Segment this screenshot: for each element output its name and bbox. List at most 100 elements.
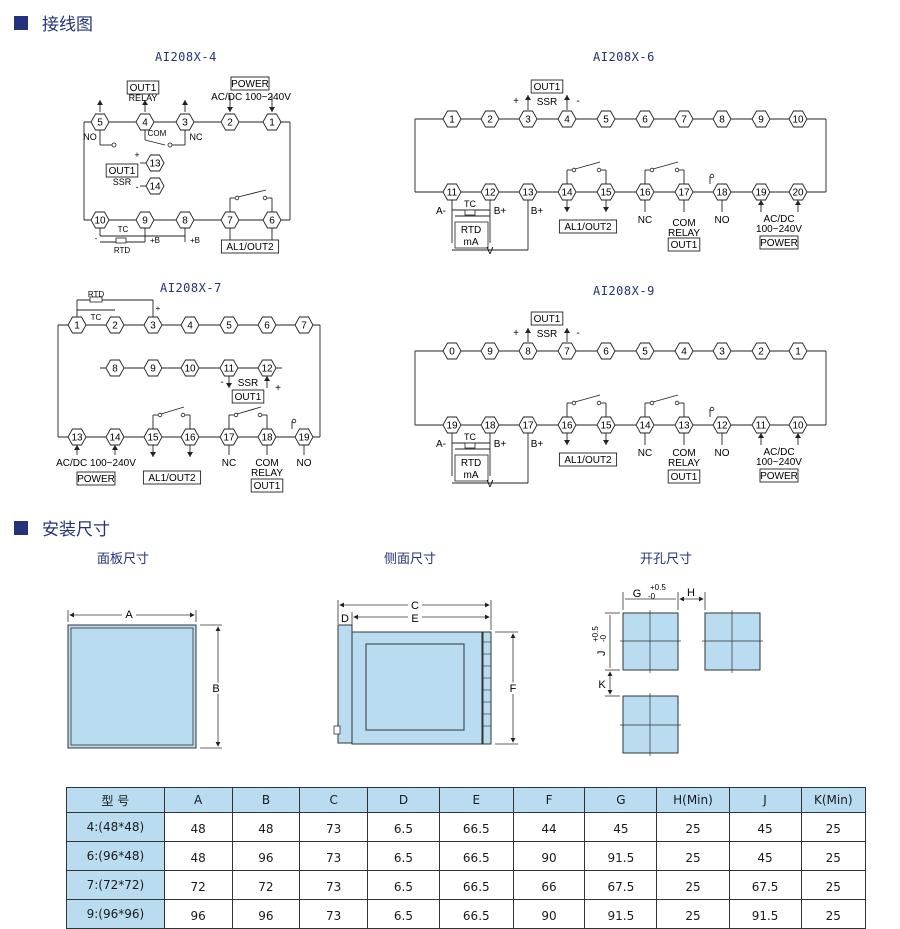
terminal-node [257, 359, 277, 377]
terminal-node [751, 183, 771, 201]
switch-contact [674, 167, 680, 173]
terminal-number: 14 [561, 188, 573, 199]
table-cell: 66.5 [438, 812, 514, 842]
label: SSR [537, 329, 558, 340]
arrow-icon [758, 433, 764, 438]
arrow-icon [74, 445, 80, 450]
side-size-title: 侧面尺寸 [384, 552, 437, 567]
section-heading-install: 安装尺寸 [14, 515, 110, 540]
terminal-node [596, 183, 616, 201]
table-cell: 48 [163, 841, 233, 871]
switch-contact [262, 195, 268, 201]
dim-c-label: C [411, 600, 419, 612]
terminal-number: 3 [150, 321, 156, 332]
diagram-title-d9: AI208X-9 [593, 284, 655, 298]
terminal-number: 6 [264, 321, 270, 332]
label: NO [715, 448, 730, 459]
switch-contact [180, 412, 186, 418]
boxed-label: AL1/OUT2 [148, 473, 196, 484]
label: V [487, 246, 494, 257]
label: NO [297, 458, 312, 469]
terminal-number: 3 [719, 347, 725, 358]
terminal-number: 8 [719, 115, 725, 126]
model-cell: 6:(96*48) [66, 841, 165, 871]
label: 100~240V [756, 457, 802, 468]
boxed-label: OUT1 [534, 314, 561, 325]
arrow-icon [269, 107, 275, 112]
terminal-number: 19 [446, 421, 458, 432]
terminal-number: 6 [269, 216, 275, 227]
terminal-node [219, 428, 239, 446]
terminal-node [442, 110, 462, 128]
arrow-icon [112, 445, 118, 450]
label: mA [464, 237, 479, 248]
terminal-number: 7 [301, 321, 307, 332]
table-cell: 91.5 [728, 899, 802, 929]
wire [237, 189, 267, 198]
switch-contact [649, 167, 655, 173]
table-cell: 6.5 [367, 899, 440, 929]
arrow-icon [603, 440, 609, 445]
terminal-number: 12 [484, 188, 496, 199]
terminal-number: 10 [792, 421, 804, 432]
label-box [667, 469, 701, 484]
switch-contact [571, 400, 577, 406]
label-box [530, 311, 564, 326]
terminal-number: 13 [678, 421, 690, 432]
arrow-icon [758, 200, 764, 205]
label: B+ [531, 439, 544, 450]
terminal-node [480, 183, 500, 201]
terminal-node [788, 110, 808, 128]
table-cell: 66 [512, 870, 586, 900]
terminal-number: 11 [756, 421, 767, 432]
terminal-number: 18 [716, 188, 728, 199]
switch-contact [596, 167, 602, 173]
terminal-node [219, 359, 239, 377]
label-box [230, 76, 270, 91]
label: NC [222, 458, 236, 469]
install-drawings: A B C E D F [67, 583, 763, 756]
terminal-node [674, 110, 694, 128]
resistor-icon [464, 209, 476, 216]
table-cell: 73 [299, 812, 369, 842]
wire [574, 161, 601, 170]
table-cell: 6.5 [367, 870, 440, 900]
terminal-node [294, 428, 314, 446]
label-box [220, 239, 280, 254]
terminal-number: 1 [449, 115, 455, 126]
label: AC/DC [763, 447, 794, 458]
terminal-number: 16 [639, 188, 651, 199]
arrow-icon [795, 200, 801, 205]
terminal-number: 1 [74, 321, 80, 332]
label: + [513, 96, 519, 107]
terminal-number: 7 [681, 115, 687, 126]
terminal-node [518, 110, 538, 128]
label: V [487, 479, 494, 490]
terminal-number: 17 [522, 421, 534, 432]
terminal-number: 5 [226, 321, 232, 332]
label: B+ [531, 206, 544, 217]
label: RELAY [668, 458, 700, 469]
cutout-drawing: G +0.5 -0 H J +0.5 -0 K [591, 583, 763, 756]
table-header-cell: C [299, 787, 369, 813]
label: NC [638, 215, 652, 226]
table-cell: 67.5 [584, 870, 658, 900]
arrow-icon [227, 107, 233, 112]
terminal-node [674, 342, 694, 360]
wire [652, 161, 679, 170]
wire [144, 139, 166, 146]
terminal-node [635, 183, 655, 201]
terminal-number: 14 [639, 421, 651, 432]
label: COM [148, 129, 167, 138]
arrow-icon [525, 328, 531, 333]
terminal-node [518, 183, 538, 201]
table-cell: 96 [163, 899, 233, 929]
label: TC [464, 432, 476, 442]
switch-contact [571, 167, 577, 173]
square-bullet-icon [14, 15, 28, 30]
table-header-cell: D [367, 787, 440, 813]
terminal-number: 7 [227, 216, 233, 227]
table-cell: 25 [656, 870, 730, 900]
wire [236, 406, 262, 415]
